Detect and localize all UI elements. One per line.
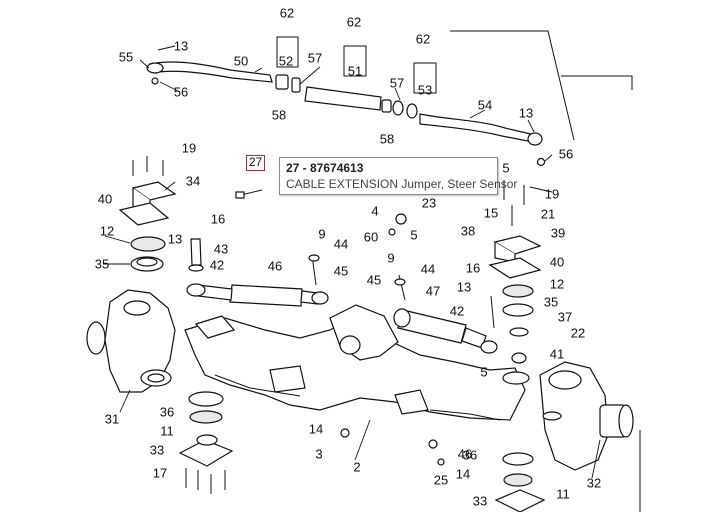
callout-35[interactable]: 35 bbox=[544, 294, 558, 309]
callout-56[interactable]: 56 bbox=[559, 146, 573, 161]
callout-17[interactable]: 17 bbox=[153, 465, 167, 480]
tie-rod-left bbox=[139, 45, 273, 85]
left-lower-stack bbox=[178, 391, 234, 494]
callout-52[interactable]: 52 bbox=[279, 53, 293, 68]
callout-55[interactable]: 55 bbox=[119, 49, 133, 64]
callout-11[interactable]: 11 bbox=[556, 486, 570, 501]
callout-33[interactable]: 33 bbox=[473, 493, 487, 508]
callout-9[interactable]: 9 bbox=[318, 226, 325, 241]
callout-62[interactable]: 62 bbox=[347, 14, 361, 29]
callout-33[interactable]: 33 bbox=[150, 442, 164, 457]
small-hardware bbox=[235, 180, 525, 466]
callout-34[interactable]: 34 bbox=[186, 173, 200, 188]
callout-leaders bbox=[103, 66, 601, 479]
callout-35[interactable]: 35 bbox=[95, 256, 109, 271]
callout-14[interactable]: 14 bbox=[456, 466, 470, 481]
left-kingpin-stack bbox=[118, 156, 177, 272]
callout-5[interactable]: 5 bbox=[480, 364, 487, 379]
callout-43[interactable]: 43 bbox=[214, 241, 228, 256]
callout-11[interactable]: 11 bbox=[160, 423, 174, 438]
callout-23[interactable]: 23 bbox=[422, 195, 436, 210]
callout-53[interactable]: 53 bbox=[418, 82, 432, 97]
frame-lines bbox=[450, 30, 641, 512]
tie-rod-sleeve bbox=[275, 74, 418, 119]
callout-58[interactable]: 58 bbox=[272, 107, 286, 122]
callout-51[interactable]: 51 bbox=[348, 63, 362, 78]
callout-31[interactable]: 31 bbox=[105, 411, 119, 426]
right-lower-stack bbox=[494, 452, 546, 512]
callout-54[interactable]: 54 bbox=[478, 97, 492, 112]
callout-57[interactable]: 57 bbox=[390, 75, 404, 90]
callout-4[interactable]: 4 bbox=[371, 203, 378, 218]
callout-36[interactable]: 36 bbox=[160, 404, 174, 419]
tie-rod-right bbox=[419, 113, 546, 167]
callout-16[interactable]: 16 bbox=[211, 211, 225, 226]
callout-46[interactable]: 46 bbox=[458, 446, 472, 461]
left-steer-cylinder bbox=[186, 238, 329, 307]
callout-41[interactable]: 41 bbox=[550, 346, 564, 361]
callout-13[interactable]: 13 bbox=[519, 105, 533, 120]
callout-40[interactable]: 40 bbox=[550, 254, 564, 269]
tooltip-title: 27 - 87674613 bbox=[286, 161, 364, 175]
callout-15[interactable]: 15 bbox=[484, 205, 498, 220]
callout-19[interactable]: 19 bbox=[182, 140, 196, 155]
callout-47[interactable]: 47 bbox=[426, 283, 440, 298]
callout-12[interactable]: 12 bbox=[100, 223, 114, 238]
callout-38[interactable]: 38 bbox=[461, 223, 475, 238]
callout-44[interactable]: 44 bbox=[334, 236, 348, 251]
callout-62[interactable]: 62 bbox=[416, 31, 430, 46]
callout-57[interactable]: 57 bbox=[308, 50, 322, 65]
right-steer-cylinder bbox=[393, 308, 498, 354]
callout-42[interactable]: 42 bbox=[210, 257, 224, 272]
callout-16[interactable]: 16 bbox=[466, 260, 480, 275]
left-steering-knuckle bbox=[86, 289, 176, 393]
callout-45[interactable]: 45 bbox=[367, 272, 381, 287]
callout-58[interactable]: 58 bbox=[380, 131, 394, 146]
axle-housing bbox=[184, 304, 526, 421]
callout-37[interactable]: 37 bbox=[558, 309, 572, 324]
callout-9[interactable]: 9 bbox=[387, 250, 394, 265]
callout-13[interactable]: 13 bbox=[457, 279, 471, 294]
callout-13[interactable]: 13 bbox=[168, 231, 182, 246]
callout-62[interactable]: 62 bbox=[280, 5, 294, 20]
callout-3[interactable]: 3 bbox=[315, 446, 322, 461]
callout-25[interactable]: 25 bbox=[434, 472, 448, 487]
callout-40[interactable]: 40 bbox=[98, 191, 112, 206]
callout-32[interactable]: 32 bbox=[587, 475, 601, 490]
callout-50[interactable]: 50 bbox=[234, 53, 248, 68]
tooltip-description: CABLE EXTENSION Jumper, Steer Sensor bbox=[286, 177, 518, 191]
callout-42[interactable]: 42 bbox=[450, 303, 464, 318]
callout-22[interactable]: 22 bbox=[571, 325, 585, 340]
right-steering-knuckle bbox=[539, 361, 634, 471]
callout-5[interactable]: 5 bbox=[502, 160, 509, 175]
callout-60[interactable]: 60 bbox=[364, 229, 378, 244]
callout-46[interactable]: 46 bbox=[268, 258, 282, 273]
part-tooltip: 27 - 87674613 CABLE EXTENSION Jumper, St… bbox=[279, 157, 518, 195]
callout-19[interactable]: 19 bbox=[545, 186, 559, 201]
callout-21[interactable]: 21 bbox=[541, 206, 555, 221]
right-kingpin-stack bbox=[488, 235, 542, 385]
bracket-62 bbox=[276, 36, 437, 94]
callout-5[interactable]: 5 bbox=[410, 227, 417, 242]
callout-2[interactable]: 2 bbox=[353, 459, 360, 474]
callout-45[interactable]: 45 bbox=[334, 263, 348, 278]
callout-39[interactable]: 39 bbox=[551, 225, 565, 240]
callout-44[interactable]: 44 bbox=[421, 261, 435, 276]
callout-14[interactable]: 14 bbox=[309, 421, 323, 436]
callout-12[interactable]: 12 bbox=[550, 276, 564, 291]
callout-13[interactable]: 13 bbox=[174, 38, 188, 53]
part-27-hotspot[interactable]: 27 bbox=[246, 155, 265, 171]
callout-36[interactable]: 36 bbox=[463, 447, 477, 462]
callout-56[interactable]: 56 bbox=[174, 84, 188, 99]
